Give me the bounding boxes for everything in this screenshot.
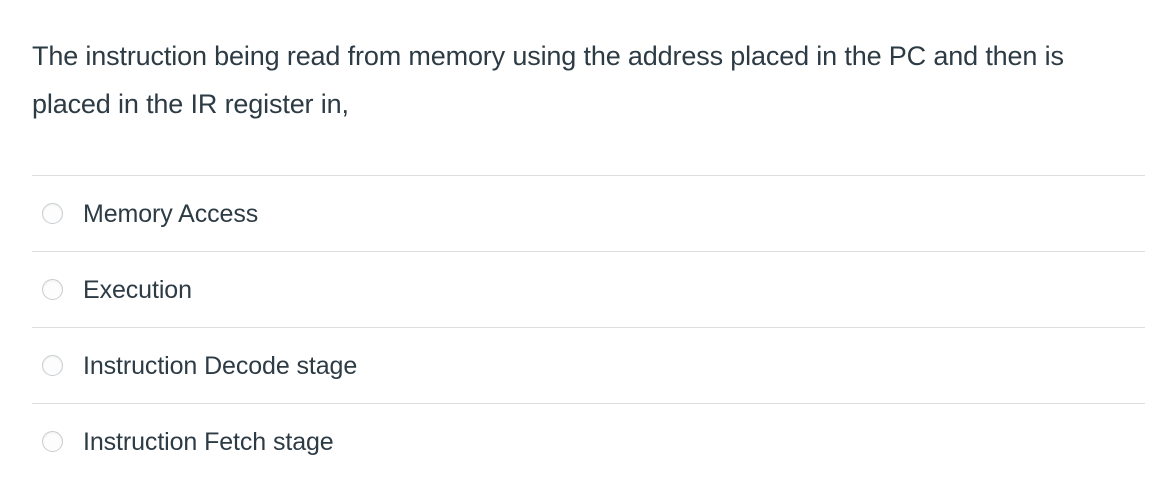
answer-option-label: Instruction Decode stage <box>83 351 358 380</box>
radio-unchecked-icon[interactable] <box>42 203 63 224</box>
radio-unchecked-icon[interactable] <box>42 431 63 452</box>
answer-option-label: Memory Access <box>83 199 259 228</box>
answer-option-label: Execution <box>83 275 192 304</box>
answer-option-row[interactable]: Instruction Decode stage <box>32 327 1145 403</box>
answer-option-row[interactable]: Instruction Fetch stage <box>32 403 1145 479</box>
answer-option-label: Instruction Fetch stage <box>83 427 334 456</box>
question-prompt-text: The instruction being read from memory u… <box>32 41 1064 119</box>
radio-unchecked-icon[interactable] <box>42 279 63 300</box>
answer-options-list: Memory Access Execution Instruction Deco… <box>32 175 1145 479</box>
radio-unchecked-icon[interactable] <box>42 355 63 376</box>
answer-option-row[interactable]: Execution <box>32 251 1145 327</box>
answer-option-row[interactable]: Memory Access <box>32 175 1145 251</box>
